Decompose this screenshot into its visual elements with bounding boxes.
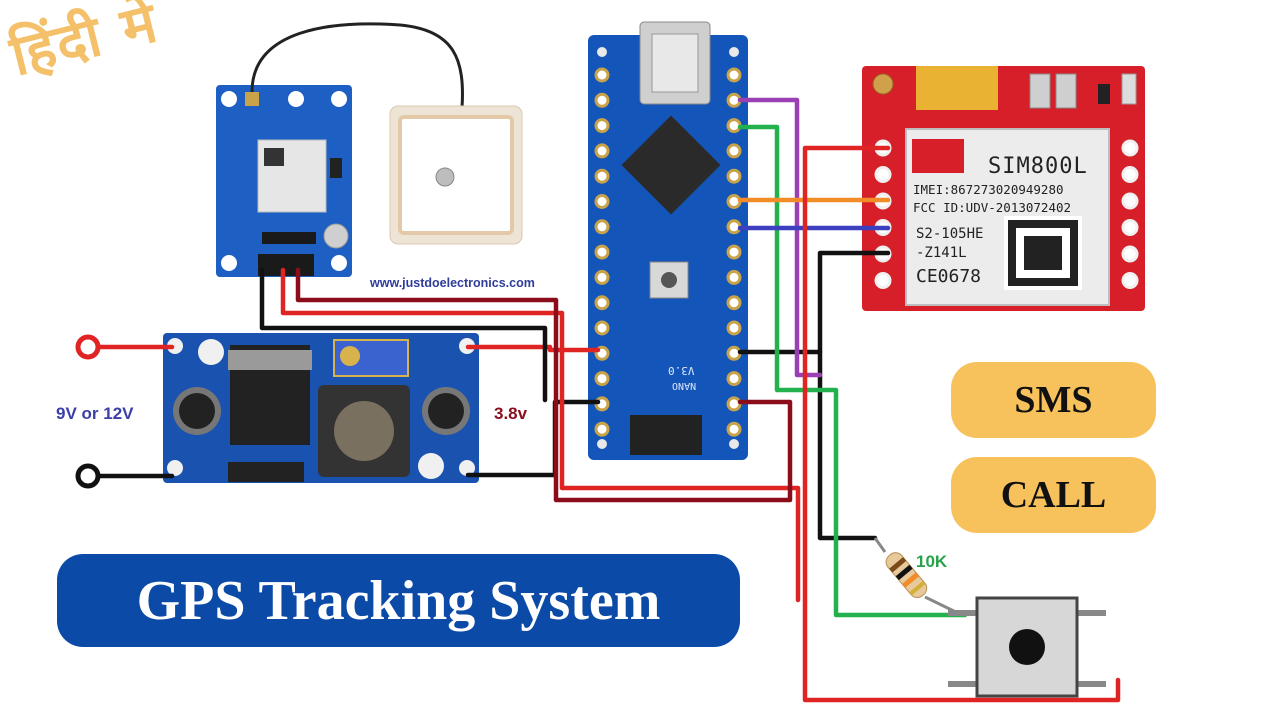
sms-button[interactable]: SMS (951, 362, 1156, 438)
arduino-nano (588, 21, 748, 460)
wire-button-gnd (817, 349, 878, 541)
pin-pad (594, 244, 610, 260)
pin-pad (594, 67, 610, 83)
input-negative-terminal (75, 463, 101, 489)
pin-pad (874, 166, 892, 183)
wire-buck-out-negative (465, 399, 601, 478)
website-watermark: www.justdoelectronics.com (370, 276, 535, 290)
input-positive-terminal (75, 334, 101, 360)
wire-buck-out-positive (465, 344, 601, 353)
pin-pad (594, 143, 610, 159)
pin-pad (594, 295, 610, 311)
nano-version-label: V3.0 (668, 364, 695, 377)
pin-pad (594, 421, 610, 437)
wire-gps-tx (295, 267, 793, 503)
wires (92, 97, 1121, 703)
wire-gps-vcc (280, 267, 801, 603)
input-voltage-label: 9V or 12V (56, 404, 134, 423)
buck-converter (163, 333, 479, 483)
pin-pad (594, 269, 610, 285)
gps-antenna-cable (250, 22, 464, 109)
pin-pad (594, 320, 610, 336)
pin-pad (594, 219, 610, 235)
sim-fcc-label: FCC ID:UDV-2013072402 (913, 200, 1072, 215)
sim-brand-label: SIM800L (988, 154, 1088, 179)
pin-pad (594, 194, 610, 209)
sim-code-line1: S2-105HE (916, 226, 984, 242)
pin-pad (726, 295, 742, 311)
wire-sim-gnd (737, 250, 891, 355)
pin-pad (726, 118, 742, 134)
pin-pad (726, 168, 742, 184)
nano-right-pin-row (726, 67, 742, 437)
push-button (948, 596, 1106, 698)
wire-sim-vcc (802, 145, 1121, 703)
pin-pad (726, 194, 742, 209)
pin-pad (726, 269, 742, 285)
pin-pad (726, 67, 742, 83)
gps-patch-antenna (389, 105, 523, 245)
gps-module (216, 85, 352, 277)
nano-name-label: NANO (672, 380, 697, 391)
pin-pad (726, 371, 742, 387)
resistor-10k (873, 537, 963, 617)
nano-left-pin-row (594, 67, 610, 437)
pin-pad (594, 371, 610, 387)
page-title: GPS Tracking System (57, 554, 740, 647)
output-voltage-label: 3.8v (494, 404, 528, 423)
sim-code-line2: -Z141L (916, 245, 967, 261)
call-button[interactable]: CALL (951, 457, 1156, 533)
sim-ce-label: CE0678 (916, 266, 982, 287)
pin-pad (594, 118, 610, 134)
pin-pad (1121, 219, 1139, 236)
pin-pad (594, 92, 610, 108)
pin-pad (1121, 139, 1139, 157)
pin-pad (594, 168, 610, 184)
resistor-label: 10K (916, 552, 948, 571)
sim-imei-label: IMEI:867273020949280 (913, 182, 1064, 197)
sim-right-pin-row (1121, 139, 1139, 289)
pin-pad (726, 421, 742, 437)
pin-pad (726, 396, 742, 412)
pin-pad (1121, 166, 1139, 183)
pin-pad (1121, 245, 1139, 263)
wire-purple (737, 97, 823, 378)
pin-pad (874, 272, 892, 289)
pin-pad (726, 320, 742, 336)
pin-pad (1121, 192, 1139, 210)
pin-pad (1121, 272, 1139, 289)
pin-pad (726, 143, 742, 159)
pin-pad (726, 244, 742, 260)
wire-gps-gnd (259, 267, 548, 403)
sim800l-module (862, 66, 1145, 311)
